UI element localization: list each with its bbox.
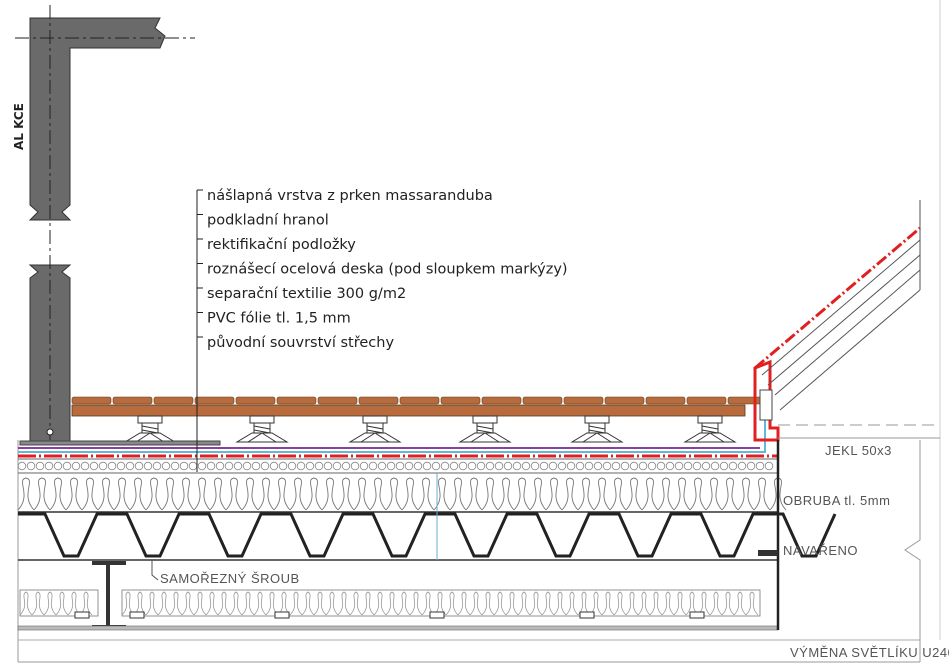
decking [71,396,768,405]
steel-i-beam [92,561,126,629]
insulation-layer [17,477,787,513]
annotation-navareno: NAVAŘENO [783,543,858,558]
structure-label: AL KCE [12,103,26,150]
pedestal [683,415,737,443]
pedestal [235,415,289,443]
aluminium-structure [15,5,195,443]
ceiling-board [17,625,779,631]
trapezoidal-sheet [18,473,837,561]
layer-label: rektifikační podložky [207,237,356,253]
steel-plate [19,440,221,446]
break-line [904,440,921,662]
pedestal [570,415,624,443]
annotation-screw: SAMOŘEZNÝ ŠROUB [160,571,300,586]
layer-label: nášlapná vrstva z prken massaranduba [207,188,493,204]
pedestal [123,415,177,443]
pedestal [458,415,512,443]
layer-label: PVC fólie tl. 1,5 mm [207,311,351,327]
screw-leader [151,560,159,581]
skylight-edge [753,200,940,630]
annotation-obruba: OBRUBA tl. 5mm [783,493,890,508]
layer-label: separační textilie 300 g/m2 [207,286,406,302]
layer-label: roznášecí ocelová deska (pod sloupkem ma… [207,262,568,278]
lower-insulation [19,589,761,619]
pvc-foil-line [18,420,766,453]
layer-label: podkladní hranol [207,213,329,229]
annotation-vymena: VÝMĚNA SVĚTLÍKU U240 [790,645,949,660]
layer-labels: nášlapná vrstva z prken massaranduba podk… [197,188,568,351]
pedestal [348,415,402,443]
layer-label: původní souvrství střechy [207,335,394,351]
gravel-layer [17,458,778,474]
annotation-jekl: JEKL 50x3 [825,443,892,458]
beam [71,404,746,417]
